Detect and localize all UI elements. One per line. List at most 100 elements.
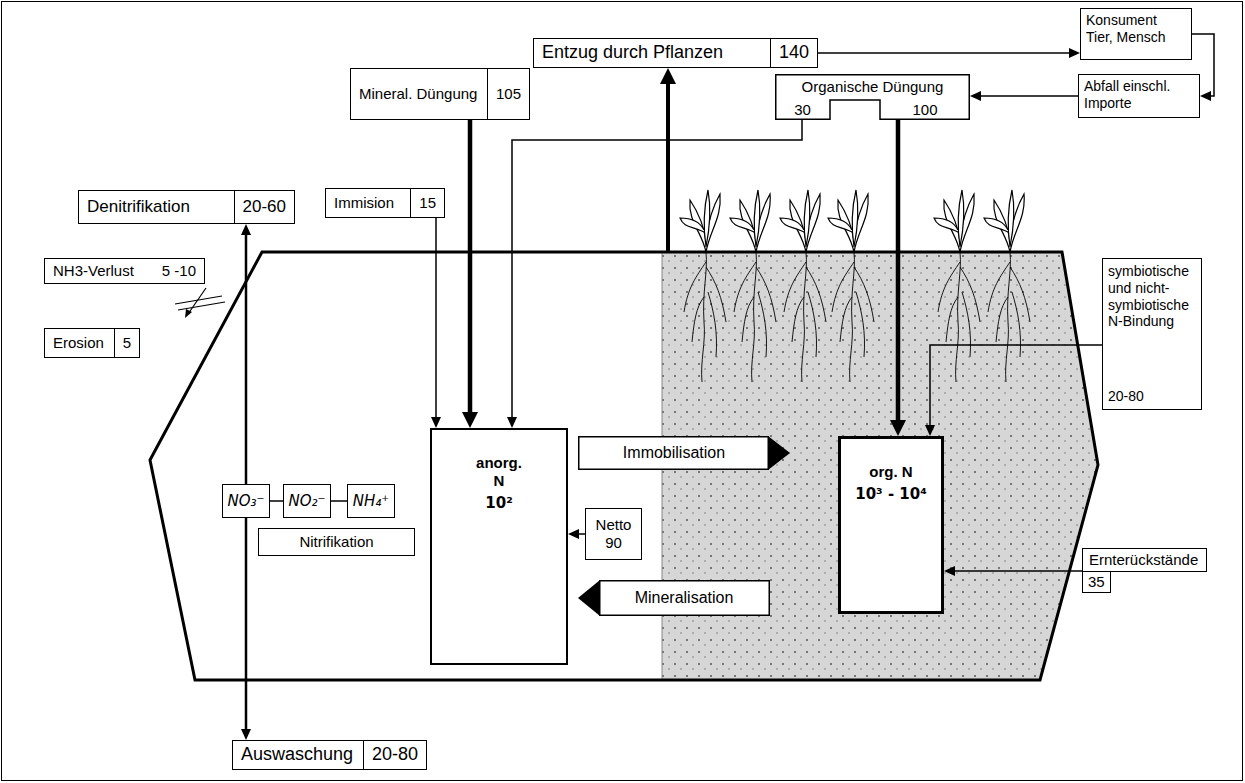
pool-box: anorg. N10²: [430, 428, 568, 665]
box-cell: Denitrifikation: [79, 191, 234, 223]
flow-arrow: [925, 345, 1102, 436]
box-cell: 105: [487, 69, 529, 119]
flow-line: [435, 218, 437, 420]
box-label: Denitrifikation: [87, 197, 190, 217]
box-label: Mineralisation: [635, 588, 734, 607]
flow-arrow: [818, 48, 1080, 58]
box-cell: Ernterückstände: [1082, 548, 1207, 572]
value-label: 20-80: [1108, 388, 1196, 405]
value-box: Denitrifikation 20-60: [78, 190, 295, 224]
value-label: 140: [779, 42, 809, 64]
box-outline: [600, 581, 770, 616]
box-cell: Erosion: [45, 329, 114, 357]
value-box: NH3-Verlust 5 -10: [44, 258, 205, 284]
value-box: Immision 15: [325, 188, 445, 218]
value-label: 20-80: [372, 744, 418, 766]
box-cell: 35: [1082, 572, 1111, 593]
ion-box: NO₃⁻: [222, 484, 270, 518]
box-label: Erosion: [53, 334, 104, 352]
flow-arrow: [944, 566, 1082, 576]
ion-box: NH₄⁺: [347, 484, 395, 518]
box-cell: 15: [410, 189, 444, 217]
uptake-arrowhead: [660, 68, 676, 84]
box-label: Auswaschung: [241, 744, 353, 766]
value-label: 5: [123, 334, 131, 352]
direction-arrowhead: [578, 580, 600, 616]
flow-arrow: [970, 91, 1078, 101]
box-label: Konsument Tier, Mensch: [1086, 12, 1186, 46]
value-label: 15: [419, 194, 436, 212]
box-label: Ernterückstände: [1089, 551, 1198, 568]
flow-line: [468, 120, 473, 417]
value-box: Mineral. Düngung 105: [350, 68, 530, 120]
flow-arrow: [241, 518, 251, 740]
flow-line: [930, 345, 1102, 428]
box-label: Entzug durch Pflanzen: [542, 42, 723, 64]
soil-outline: [150, 252, 1098, 680]
value-box: Auswaschung 20-80: [232, 740, 427, 770]
arrowhead: [431, 417, 441, 428]
box-cell: Auswaschung: [233, 741, 363, 769]
box-outline: [776, 75, 970, 120]
arrowhead: [944, 566, 955, 576]
fertilizer-box: Organische Düngung30100: [775, 74, 970, 120]
flow-arrow: [462, 120, 478, 428]
plant-symbol: [780, 190, 826, 382]
plant-symbol: [934, 190, 980, 382]
plant-symbol: [828, 190, 874, 382]
flow-arrow: [270, 501, 283, 502]
loss-symbol: [185, 309, 192, 318]
direction-arrowhead: [768, 436, 790, 470]
value-label: 90: [605, 534, 622, 552]
flow-arrow: [507, 120, 802, 428]
plant-symbol: [984, 190, 1030, 382]
flow-arrow: [241, 224, 251, 484]
arrowhead: [462, 412, 478, 428]
flow-line: [270, 500, 283, 502]
flow-line: [952, 570, 1082, 572]
flow-arrow: [890, 120, 906, 436]
flow-line: [245, 232, 248, 484]
value-label: 105: [496, 85, 521, 103]
arrowhead: [507, 417, 517, 428]
value-label: 10³ - 10⁴: [855, 485, 927, 503]
box-cell: 20-60: [234, 191, 294, 223]
residue-box: Ernterückstände 35: [1082, 548, 1207, 594]
box-label: Netto: [596, 516, 632, 534]
net-box: Netto90: [585, 508, 642, 560]
value-box: Erosion 5: [44, 328, 140, 358]
uptake-arrow: [666, 82, 670, 252]
box-cell: 20-80: [363, 741, 426, 769]
value-label: 5 -10: [162, 262, 196, 280]
box-outline: [579, 437, 769, 470]
box-cell: 140: [770, 39, 817, 67]
box-label: Mineral. Düngung: [359, 85, 477, 103]
box-cell: Immision: [326, 189, 410, 217]
arrowhead: [925, 425, 935, 436]
box-cell: Entzug durch Pflanzen: [534, 39, 770, 67]
flow-arrow: [331, 501, 347, 502]
flow-arrow: [431, 218, 441, 428]
box-label: anorg. N: [471, 454, 528, 490]
box-cell: 5 -10: [154, 259, 204, 283]
box-label: Immobilisation: [623, 443, 725, 462]
value-label: 100: [912, 101, 937, 118]
process-arrow: Immobilisation: [578, 436, 790, 470]
plant-symbol: [680, 190, 726, 382]
fixation-box: symbiotische und nicht-symbiotische N-Bi…: [1102, 258, 1202, 410]
process-arrow: Mineralisation: [578, 580, 770, 616]
box-label: Abfall einschl. Importe: [1084, 78, 1194, 112]
flow-box: Abfall einschl. Importe: [1078, 74, 1200, 118]
arrowhead: [970, 91, 981, 101]
box-cell: 5: [114, 329, 139, 357]
box-label: NH3-Verlust: [53, 262, 134, 280]
flow-line: [818, 52, 1072, 54]
box-label: Immision: [334, 194, 394, 212]
value-label: 20-60: [243, 197, 286, 217]
loss-symbol: [188, 288, 206, 314]
ion-box: NO₂⁻: [283, 484, 331, 518]
